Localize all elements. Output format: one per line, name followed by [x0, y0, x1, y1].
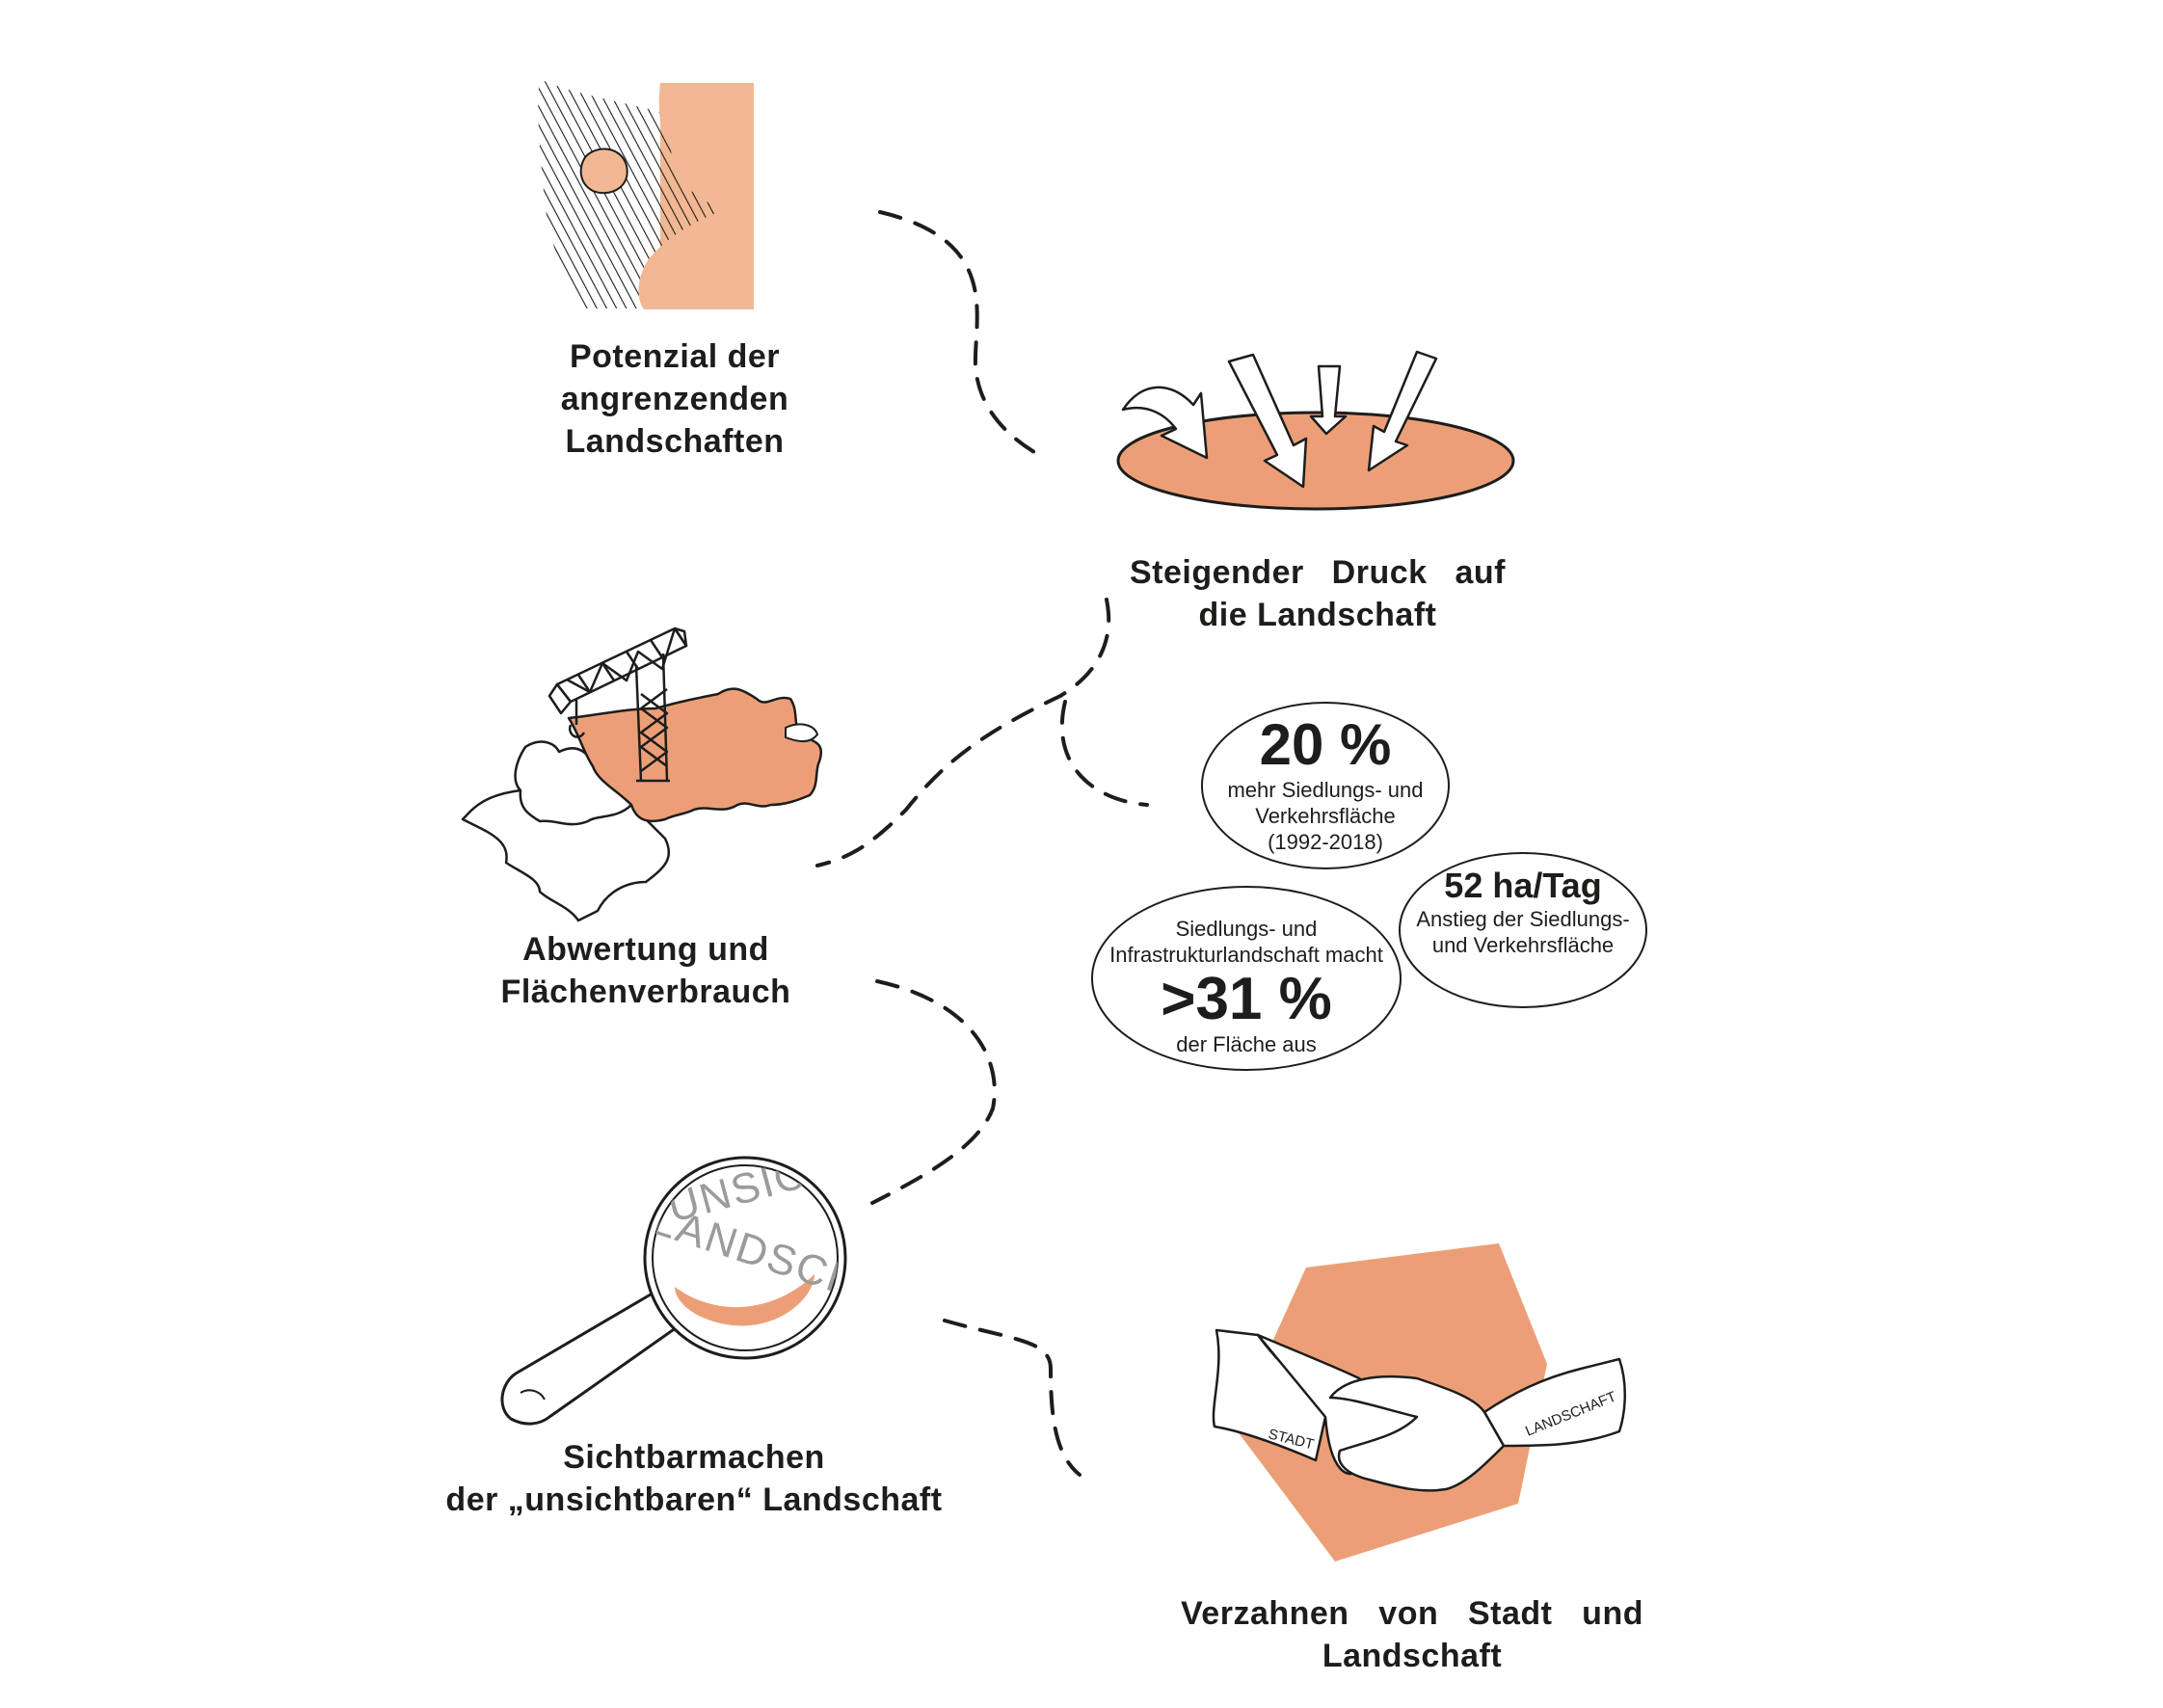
stat-b: 52 ha/Tag Anstieg der Siedlungs- und Ver… — [1402, 866, 1643, 958]
stat-b-line: Anstieg der Siedlungs- — [1416, 907, 1630, 931]
stat-a: 20 % mehr Siedlungs- und Verkehrsfläche … — [1210, 713, 1441, 855]
step-label-line: Abwertung und — [522, 931, 769, 968]
stat-b-line: und Verkehrsfläche — [1431, 933, 1615, 957]
pressure-arrows-icon — [1116, 350, 1515, 511]
landscape-hatch-icon — [538, 79, 754, 309]
stat-a-line: Verkehrsfläche — [1255, 804, 1396, 828]
step-label-line: die Landschaft — [1198, 597, 1437, 633]
connector-3 — [1059, 700, 1149, 807]
stat-c: Siedlungs- und Infrastrukturlandschaft m… — [1097, 916, 1396, 1057]
stat-bubbles — [1091, 702, 1647, 1071]
stat-c-line: Siedlungs- und — [1175, 917, 1318, 941]
stat-a-line: (1992-2018) — [1268, 830, 1383, 854]
step-label-sichtbar: Sichtbarmachen der „unsichtbaren“ Landsc… — [405, 1436, 983, 1521]
stat-c-value: >31 % — [1161, 966, 1332, 1032]
step-label-line: angrenzenden — [560, 381, 789, 417]
connector-5 — [943, 1319, 1082, 1477]
step-label-potenzial: Potenzial der angrenzenden Landschaften — [496, 335, 853, 463]
handshake-icon: STADT LANDSCHAFT — [1212, 1243, 1627, 1561]
stat-c-bottom: der Fläche aus — [1176, 1032, 1317, 1056]
magnifier-icon: UNSICHTBARE LANDSCHAFT — [500, 1144, 862, 1426]
stat-bubble-a — [1201, 702, 1450, 869]
connector-4 — [870, 979, 997, 1205]
stat-bubble-b — [1399, 852, 1647, 1008]
flow-connectors — [815, 210, 1149, 1477]
step-label-line: Steigender Druck auf — [1130, 554, 1506, 591]
step-label-druck: Steigender Druck auf die Landschaft — [1130, 551, 1506, 636]
step-label-line: der „unsichtbaren“ Landschaft — [445, 1481, 943, 1518]
stat-bubble-c — [1091, 886, 1402, 1071]
connector-1 — [878, 210, 1041, 457]
stat-b-value: 52 ha/Tag — [1444, 866, 1602, 905]
map-crane-icon — [461, 627, 823, 922]
step-label-line: Flächenverbrauch — [500, 974, 791, 1010]
step-label-line: Sichtbarmachen — [563, 1439, 825, 1476]
stat-a-line: mehr Siedlungs- und — [1227, 778, 1424, 802]
step-label-line: Landschaft — [1322, 1638, 1503, 1674]
step-label-line: Potenzial der — [569, 338, 781, 375]
stat-c-line: Infrastrukturlandschaft macht — [1109, 943, 1383, 967]
step-label-line: Verzahnen von Stadt und — [1181, 1595, 1643, 1632]
step-label-abwertung: Abwertung und Flächenverbrauch — [453, 928, 839, 1013]
step-label-line: Landschaften — [565, 423, 785, 460]
stat-a-value: 20 % — [1259, 712, 1392, 777]
connector-2 — [815, 598, 1110, 867]
step-label-verzahnen: Verzahnen von Stadt und Landschaft — [1181, 1592, 1643, 1677]
